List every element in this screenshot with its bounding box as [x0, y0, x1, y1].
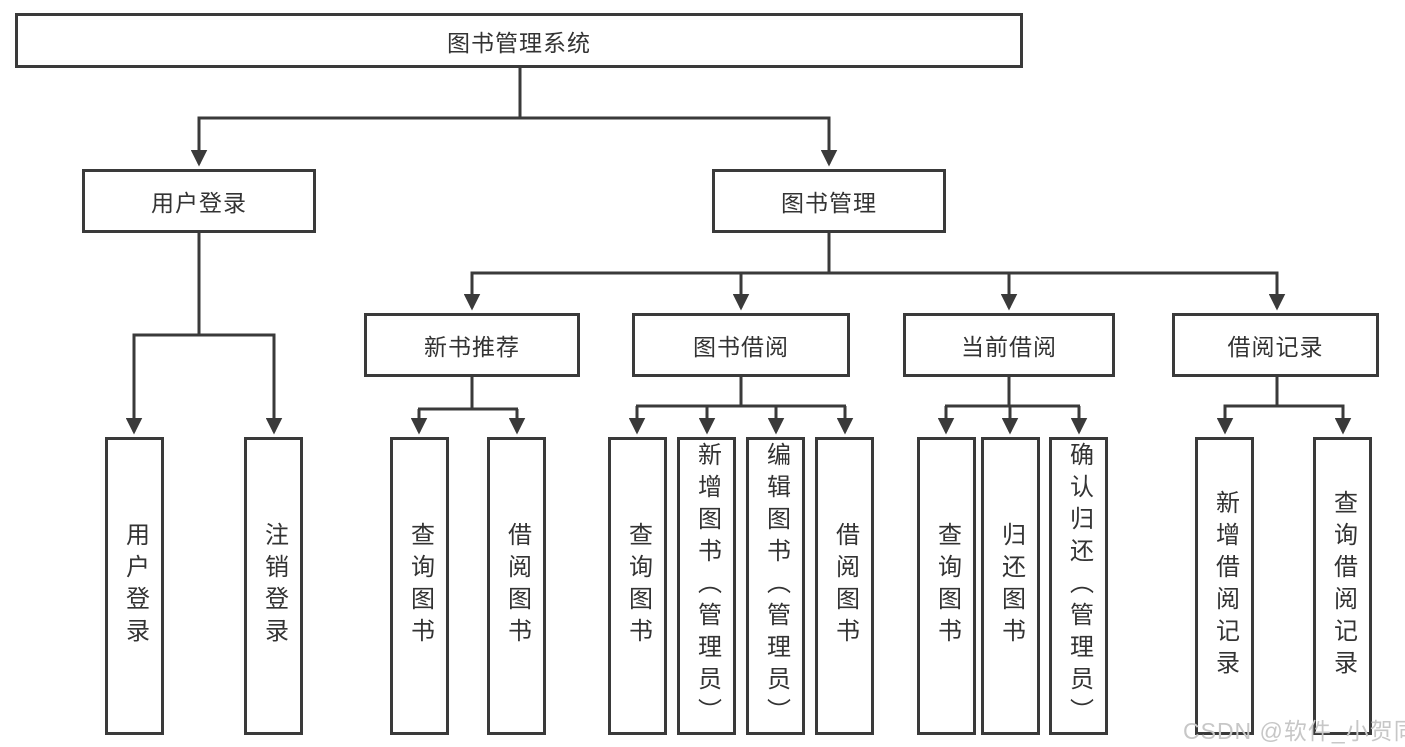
leaf-confirm-return-admin: 确认归还（管理员）: [1049, 437, 1108, 735]
leaf-return-books: 归还图书: [981, 437, 1040, 735]
node-new-book-recommend: 新书推荐: [364, 313, 580, 377]
leaf-query-books-current: 查询图书: [917, 437, 976, 735]
csdn-watermark: CSDN @软件_小贺同学: [1183, 718, 1405, 744]
leaf-borrow-books: 借阅图书: [815, 437, 874, 735]
node-current-borrow: 当前借阅: [903, 313, 1115, 377]
leaf-logout: 注销登录: [244, 437, 303, 735]
leaf-add-book-admin: 新增图书（管理员）: [677, 437, 736, 735]
leaf-query-books-recommend: 查询图书: [390, 437, 449, 735]
node-borrow-records: 借阅记录: [1172, 313, 1379, 377]
leaf-add-borrow-record: 新增借阅记录: [1195, 437, 1254, 735]
node-user-login: 用户登录: [82, 169, 316, 233]
leaf-borrow-books-recommend: 借阅图书: [487, 437, 546, 735]
node-book-borrow: 图书借阅: [632, 313, 850, 377]
leaf-user-login: 用户登录: [105, 437, 164, 735]
leaf-edit-book-admin: 编辑图书（管理员）: [746, 437, 805, 735]
node-book-management: 图书管理: [712, 169, 946, 233]
leaf-query-books-borrow: 查询图书: [608, 437, 667, 735]
node-library-management-system: 图书管理系统: [15, 13, 1023, 68]
leaf-query-borrow-record: 查询借阅记录: [1313, 437, 1372, 735]
